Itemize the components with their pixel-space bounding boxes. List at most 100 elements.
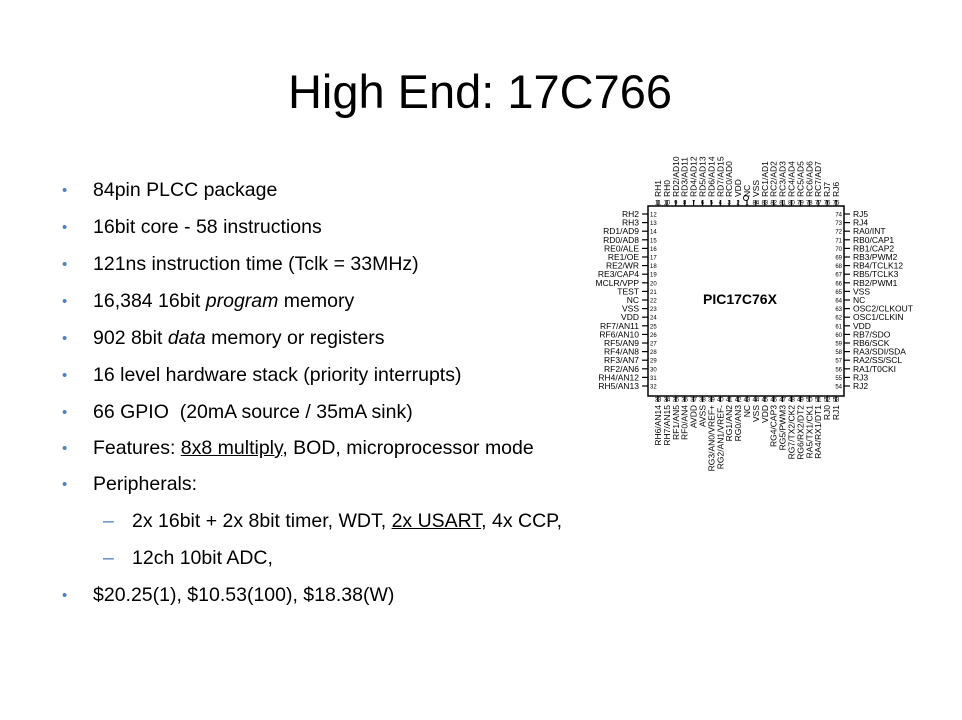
sub-bullet-timers: –2x 16bit + 2x 8bit timer, WDT, 2x USART… bbox=[62, 503, 962, 540]
pin-number: 36 bbox=[681, 398, 688, 404]
pin-number: 9 bbox=[674, 201, 678, 207]
pin-number: 59 bbox=[835, 342, 842, 348]
pin-label: VDD bbox=[733, 179, 743, 197]
pin-number: 67 bbox=[835, 273, 842, 279]
pin-number: 30 bbox=[650, 367, 657, 373]
pin-label: RC0/AD0 bbox=[724, 161, 734, 197]
pin-label: RD7/AD15 bbox=[715, 156, 725, 197]
pin-number: 61 bbox=[835, 324, 842, 330]
pin-number: 57 bbox=[835, 359, 842, 365]
bullet-dot-icon: • bbox=[62, 367, 68, 384]
pin-label: RA2/SS/SCL bbox=[853, 355, 902, 365]
pin-label: NC bbox=[627, 295, 639, 305]
pin-label: RF0/AN4 bbox=[680, 405, 690, 440]
pin-label: RH7/AN15 bbox=[662, 405, 672, 446]
slide-title: High End: 17C766 bbox=[287, 65, 673, 118]
pin-label: VDD bbox=[853, 321, 871, 331]
pin-number: 68 bbox=[835, 264, 842, 270]
pin-label: MCLR/VPP bbox=[596, 278, 640, 288]
pin-label: RD3/AD11 bbox=[680, 157, 690, 197]
bullet-features: •Features: 8x8 multiply, BOD, microproce… bbox=[62, 431, 962, 466]
pin-label: RH5/AN13 bbox=[598, 381, 639, 391]
bullet-gpio: •66 GPIO (20mA source / 35mA sink) bbox=[62, 394, 962, 431]
bullet-dot-icon: • bbox=[62, 256, 68, 273]
pin-label: RG5/PWM3 bbox=[778, 405, 788, 451]
pin-label: RG3/AN0/VREF+ bbox=[706, 405, 716, 471]
pin-label: AVSS bbox=[698, 405, 708, 427]
pin-number: 12 bbox=[650, 213, 657, 219]
pin-label: RJ6 bbox=[831, 182, 841, 197]
pin-number: 37 bbox=[690, 398, 697, 404]
pin-number: 51 bbox=[815, 398, 822, 404]
pin-label: AVDD bbox=[689, 405, 699, 428]
pin-label: RJ4 bbox=[853, 218, 868, 228]
pin-label: RH6/AN14 bbox=[653, 405, 663, 446]
pin-number: 76 bbox=[824, 201, 831, 207]
pin-number: 73 bbox=[835, 221, 842, 227]
pin-number: 11 bbox=[655, 201, 662, 207]
bullet-stack: •16 level hardware stack (priority inter… bbox=[62, 357, 962, 394]
pin-number: 79 bbox=[797, 201, 804, 207]
pin-label: RH1 bbox=[653, 180, 663, 197]
pin-number: 81 bbox=[779, 201, 786, 207]
pin-number: 71 bbox=[835, 238, 842, 244]
pin-label: RE3/CAP4 bbox=[598, 269, 639, 279]
bullet-dot-icon: • bbox=[62, 476, 68, 493]
pin-number: 29 bbox=[650, 359, 657, 365]
pin-number: 82 bbox=[770, 201, 777, 207]
bullet-package: •84pin PLCC package bbox=[62, 172, 962, 209]
pin-label: RA3/SDI/SDA bbox=[853, 347, 906, 357]
pin-number: 21 bbox=[650, 290, 657, 296]
pin-number: 49 bbox=[797, 398, 804, 404]
pin-label: RC4/AD4 bbox=[787, 161, 797, 197]
pin-label: RD5/AD13 bbox=[698, 156, 708, 197]
pin-label: RJ3 bbox=[853, 372, 868, 382]
pin-number: 13 bbox=[650, 221, 657, 227]
pin-number: 41 bbox=[726, 398, 733, 404]
pin-label: RG7/TX2/CK2 bbox=[787, 405, 797, 460]
pin-number: 15 bbox=[650, 238, 657, 244]
pin-label: RG2/AN1/VREF- bbox=[715, 405, 725, 469]
pin-number: 78 bbox=[806, 201, 813, 207]
bullet-list: •84pin PLCC package •16bit core - 58 ins… bbox=[62, 172, 962, 614]
pin-label: VDD bbox=[621, 312, 639, 322]
pin-label: RB2/PWM1 bbox=[853, 278, 898, 288]
pin-label: RE0/ALE bbox=[604, 243, 639, 253]
bullet-dot-icon: • bbox=[62, 293, 68, 310]
pin-number: 63 bbox=[835, 307, 842, 313]
pin-label: RF4/AN8 bbox=[604, 347, 639, 357]
bullet-dot-icon: • bbox=[62, 219, 68, 236]
pin-number: 46 bbox=[770, 398, 777, 404]
bullet-data-memory: •902 8bit data memory or registers bbox=[62, 320, 962, 357]
pin-number: 10 bbox=[664, 201, 671, 207]
pin-number: 2 bbox=[736, 201, 740, 207]
pin-number: 55 bbox=[835, 376, 842, 382]
pin-number: 77 bbox=[815, 201, 822, 207]
pin-number: 52 bbox=[824, 398, 831, 404]
pin-number: 16 bbox=[650, 247, 657, 253]
pin-number: 43 bbox=[744, 398, 751, 404]
pin-label: RB5/TCLK3 bbox=[853, 269, 899, 279]
pin-label: RC2/AD2 bbox=[769, 161, 779, 197]
pin-number: 17 bbox=[650, 256, 657, 262]
pin-number: 60 bbox=[835, 333, 842, 339]
bullet-peripherals: •Peripherals: bbox=[62, 466, 962, 503]
pin-label: RB0/CAP1 bbox=[853, 235, 894, 245]
pin-label: RJ0 bbox=[822, 405, 832, 420]
pin-label: RJ2 bbox=[853, 381, 868, 391]
pin-label: NC bbox=[853, 295, 865, 305]
pin-label: RB1/CAP2 bbox=[853, 243, 894, 253]
pin-label: OSC2/CLKOUT bbox=[853, 304, 913, 314]
pin-label: RG6/RX2/DT2 bbox=[795, 405, 805, 460]
pin-label: RC7/AD7 bbox=[813, 161, 823, 197]
pin-label: RA0/INT bbox=[853, 226, 886, 236]
pin-label: NC bbox=[742, 185, 752, 197]
pin-number: 39 bbox=[708, 398, 715, 404]
pin-number: 42 bbox=[735, 398, 742, 404]
bullet-dot-icon: • bbox=[62, 404, 68, 421]
pin-number: 4 bbox=[719, 201, 723, 207]
pin-label: VSS bbox=[622, 304, 639, 314]
pin-number: 38 bbox=[699, 398, 706, 404]
pin-number: 66 bbox=[835, 281, 842, 287]
